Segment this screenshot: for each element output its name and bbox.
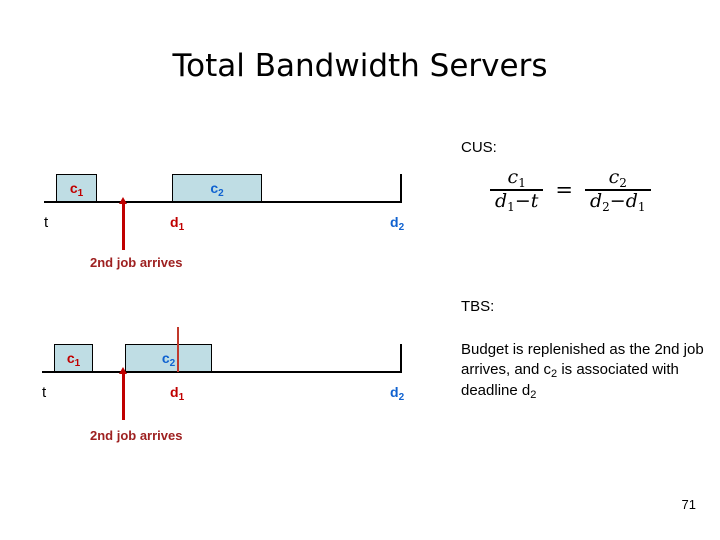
page-title: Total Bandwidth Servers bbox=[172, 48, 548, 84]
d1-deadline-label: d1 bbox=[170, 384, 185, 403]
tbs-note-part2: is associated with deadline d bbox=[461, 361, 679, 399]
c2-budget-box: c2 bbox=[172, 174, 262, 202]
cus-formula-right-fraction: c2 d2−d1 bbox=[584, 166, 651, 214]
timeline-end-tick-d2 bbox=[400, 174, 402, 203]
cus-formula-left-fraction: c1 d1−t bbox=[490, 166, 544, 214]
cus-timeline-diagram: c1 c2 t d1 d2 2nd job arrives bbox=[0, 170, 430, 300]
c2-label: c2 bbox=[210, 179, 224, 199]
timeline-axis bbox=[42, 371, 402, 373]
d2-deadline-label: d2 bbox=[390, 384, 405, 403]
tbs-timeline-diagram: c1 c2 t d1 d2 2nd job arrives bbox=[0, 327, 430, 470]
cus-section-label: CUS: bbox=[461, 139, 497, 156]
t-axis-label: t bbox=[42, 384, 47, 401]
c1-label: c1 bbox=[66, 349, 81, 369]
tbs-note-part1: Budget is replenished as the 2nd job arr… bbox=[461, 341, 704, 378]
c1-budget-box: c1 bbox=[54, 344, 93, 372]
page-number: 71 bbox=[681, 497, 696, 512]
tbs-section-label: TBS: bbox=[461, 298, 495, 315]
tbs-explanation-note: Budget is replenished as the 2nd job arr… bbox=[461, 340, 716, 402]
c1-budget-box: c1 bbox=[56, 174, 97, 202]
d1-marker-line bbox=[177, 327, 179, 372]
cus-formula-right-numerator: c2 bbox=[608, 166, 627, 190]
c2-budget-box: c2 bbox=[125, 344, 212, 372]
job-arrival-caption: 2nd job arrives bbox=[90, 428, 183, 443]
c2-label: c2 bbox=[161, 349, 176, 369]
equals-sign: = bbox=[555, 177, 573, 202]
job-arrival-caption: 2nd job arrives bbox=[90, 255, 183, 270]
job-arrival-arrow-shaft bbox=[122, 204, 125, 250]
timeline-end-tick-d2 bbox=[400, 344, 402, 373]
job-arrival-arrow-shaft bbox=[122, 374, 125, 420]
tbs-note-sub1: 2 bbox=[551, 368, 558, 380]
d1-deadline-label: d1 bbox=[170, 214, 185, 233]
cus-formula-left-denominator: d1−t bbox=[495, 189, 539, 214]
job-arrival-arrow-head bbox=[119, 197, 127, 204]
t-axis-label: t bbox=[44, 214, 49, 231]
d2-deadline-label: d2 bbox=[390, 214, 405, 233]
cus-formula: c1 d1−t = c2 d2−d1 bbox=[490, 166, 651, 214]
tbs-note-sub2: 2 bbox=[530, 389, 537, 401]
timeline-axis bbox=[44, 201, 402, 203]
c1-label: c1 bbox=[69, 179, 84, 199]
cus-formula-right-denominator: d2−d1 bbox=[589, 189, 646, 214]
fraction-bar bbox=[490, 188, 544, 191]
job-arrival-arrow-head bbox=[119, 367, 127, 374]
cus-formula-left-numerator: c1 bbox=[507, 166, 526, 190]
fraction-bar bbox=[584, 188, 651, 191]
